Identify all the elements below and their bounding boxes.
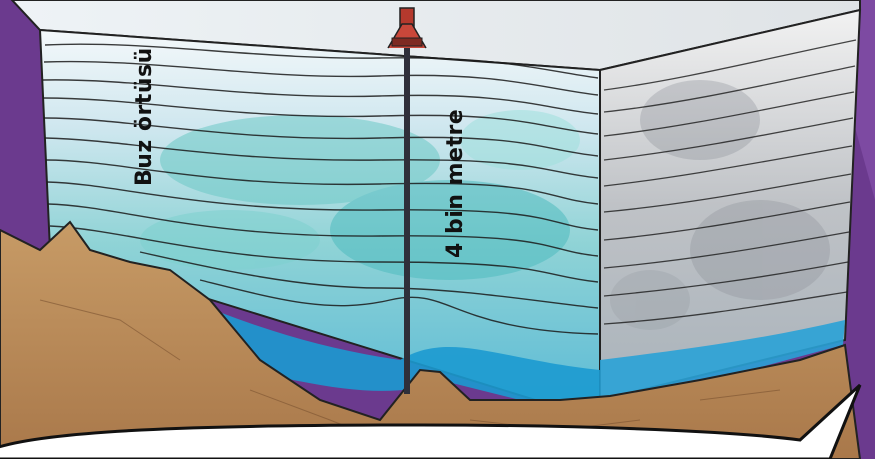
depth-label: 4 bin metre: [443, 109, 468, 258]
borehole: [404, 44, 410, 394]
ice-sheet-label: Buz örtüsü: [132, 47, 157, 186]
